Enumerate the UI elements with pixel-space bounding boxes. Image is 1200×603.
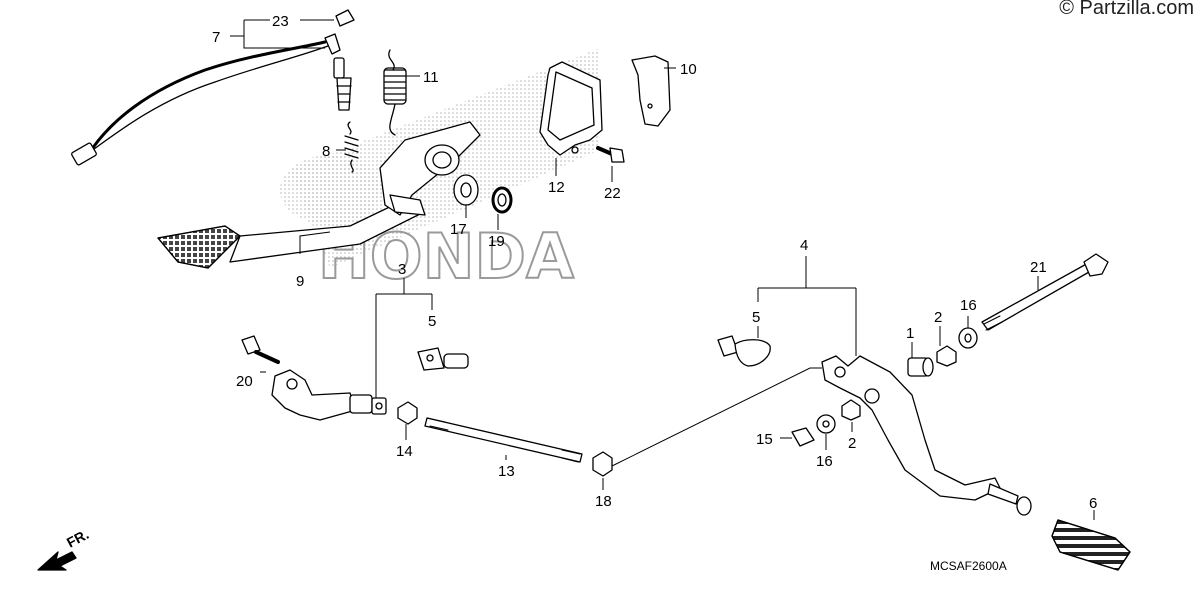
label-6: 6: [1089, 495, 1097, 512]
label-15: 15: [756, 431, 773, 448]
part-3-shift-arm-assembly[interactable]: [271, 369, 387, 421]
part-8-switch-spring[interactable]: [344, 121, 359, 173]
part-5-rod-end-right[interactable]: [717, 335, 771, 367]
part-2-nut-upper[interactable]: [936, 345, 957, 367]
part-19-clip[interactable]: [491, 186, 513, 214]
part-14-nut[interactable]: [397, 401, 418, 425]
part-4-shift-pedal[interactable]: [821, 355, 1032, 516]
part-5-rod-end-left[interactable]: [417, 347, 469, 371]
label-3: 3: [398, 261, 406, 278]
label-17: 17: [450, 221, 467, 238]
part-16-washer-lower[interactable]: [816, 414, 836, 434]
label-5-right: 5: [752, 309, 760, 326]
label-21: 21: [1030, 259, 1047, 276]
label-11: 11: [423, 69, 439, 86]
label-10: 10: [680, 61, 697, 78]
label-14: 14: [396, 443, 413, 460]
label-22: 22: [604, 185, 621, 202]
label-1: 1: [906, 325, 914, 342]
part-9-brake-pedal[interactable]: [157, 121, 481, 269]
diagram-code: MCSAF2600A: [930, 559, 1007, 573]
part-6-pedal-rubber[interactable]: [1051, 519, 1131, 571]
front-marker-label: FR.: [64, 526, 91, 551]
part-16-washer-upper[interactable]: [958, 327, 978, 349]
label-16-lower: 16: [816, 453, 833, 470]
copyright-text: © Partzilla.com: [1059, 0, 1194, 19]
part-20-bolt[interactable]: [241, 335, 280, 364]
part-13-shift-rod[interactable]: [424, 417, 583, 463]
label-4: 4: [800, 237, 808, 254]
part-1-collar[interactable]: [907, 357, 934, 377]
part-11-return-spring[interactable]: [383, 49, 407, 136]
part-18-nut[interactable]: [592, 451, 613, 477]
callout-labels: 23 7 11 8 10 12 22 17 19 9 3 5 20 14 13 …: [64, 13, 1097, 573]
front-direction-arrow: [37, 551, 77, 571]
part-21-long-bolt[interactable]: [981, 253, 1109, 331]
part-15-bolt[interactable]: [791, 427, 815, 447]
part-22-bolt[interactable]: [596, 146, 625, 163]
label-23: 23: [272, 13, 289, 30]
part-2-nut-lower[interactable]: [841, 399, 861, 421]
label-7: 7: [212, 29, 220, 46]
label-18: 18: [595, 493, 612, 510]
label-5-left: 5: [428, 313, 436, 330]
label-8: 8: [322, 143, 330, 160]
label-16-upper: 16: [960, 297, 977, 314]
part-23-clip[interactable]: [335, 9, 355, 27]
label-2-lower: 2: [848, 435, 856, 452]
label-19: 19: [488, 233, 505, 250]
label-13: 13: [498, 463, 515, 480]
part-12-pedal-guard[interactable]: [539, 61, 603, 156]
label-20: 20: [236, 373, 253, 390]
label-2-upper: 2: [934, 309, 942, 326]
leader-lines: [230, 19, 1095, 520]
part-17-washer[interactable]: [453, 174, 479, 206]
part-10-cover[interactable]: [631, 55, 671, 127]
label-9: 9: [296, 273, 304, 290]
part-7-switch-harness[interactable]: [71, 33, 352, 166]
label-12: 12: [548, 179, 565, 196]
